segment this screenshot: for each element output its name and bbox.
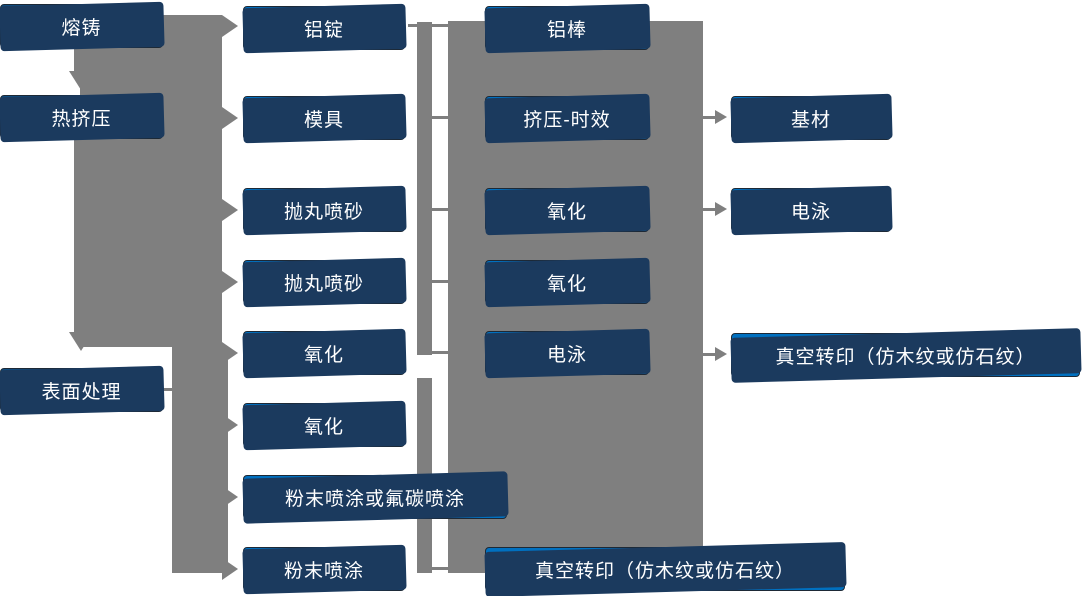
node-vacuum-transfer-2: 真空转印（仿木纹或仿石纹） <box>731 333 1080 377</box>
node-powder-coating: 粉末喷涂 <box>243 547 405 591</box>
right-arrow-icon-ingot <box>222 15 238 37</box>
right-arrow-icon-oxidation-1 <box>222 342 238 364</box>
link-tick-row2 <box>432 116 448 119</box>
right-arrow-icon-vacuum-transfer <box>715 347 727 361</box>
right-arrow-icon-mold <box>222 107 238 129</box>
node-oxidation-1: 氧化 <box>243 331 405 375</box>
node-label: 基材 <box>790 109 831 131</box>
link-tick-row4 <box>432 280 448 283</box>
node-mold: 模具 <box>243 96 405 140</box>
node-label: 表面处理 <box>41 381 122 403</box>
node-label: 模具 <box>303 109 344 131</box>
node-label: 氧化 <box>546 273 587 295</box>
node-label: 真空转印（仿木纹或仿石纹） <box>775 346 1036 368</box>
node-oxidation-4: 氧化 <box>485 260 649 304</box>
down-arrow-stem-2 <box>74 139 88 333</box>
node-base-material: 基材 <box>731 96 891 140</box>
arrow-stem-base-material <box>703 116 716 119</box>
down-arrow-icon-1 <box>69 71 93 90</box>
node-label: 铝棒 <box>546 19 587 41</box>
node-label: 粉末喷涂或氟碳喷涂 <box>284 488 465 510</box>
flow-strip-mid-upper <box>417 22 432 355</box>
node-powder-or-fluorocarbon-coating: 粉末喷涂或氟碳喷涂 <box>243 475 507 519</box>
node-shot-blasting-1: 抛丸喷砂 <box>243 188 405 232</box>
link-tick-row1 <box>408 24 448 27</box>
down-arrow-stem-1 <box>74 48 88 72</box>
node-label: 氧化 <box>303 416 344 438</box>
surface-treatment-connector <box>163 388 173 391</box>
arrow-stem-vacuum-transfer <box>703 353 716 356</box>
flow-band-left <box>80 15 222 347</box>
right-arrow-icon-base-material <box>715 110 727 124</box>
right-arrow-icon-shotblast-2 <box>222 271 238 293</box>
link-tick-row8 <box>432 567 448 570</box>
node-electrophoresis-2: 电泳 <box>731 188 891 232</box>
flow-strip-left-lower <box>172 347 228 573</box>
node-aluminum-rod: 铝棒 <box>485 6 649 50</box>
right-arrow-icon-powder <box>222 558 238 580</box>
link-tick-row3 <box>432 208 448 211</box>
node-label: 粉末喷涂 <box>283 560 364 582</box>
down-arrow-icon-2 <box>69 332 93 351</box>
node-label: 电泳 <box>546 344 587 366</box>
node-electrophoresis-1: 电泳 <box>485 331 649 375</box>
node-label: 熔铸 <box>61 17 102 39</box>
node-oxidation-2: 氧化 <box>243 403 405 447</box>
node-label: 挤压-时效 <box>523 109 611 131</box>
node-label: 氧化 <box>303 344 344 366</box>
node-surface-treatment: 表面处理 <box>0 368 163 412</box>
arrow-stem-electrophoresis <box>703 208 716 211</box>
node-vacuum-transfer-1: 真空转印（仿木纹或仿石纹） <box>485 547 845 591</box>
node-extrusion-aging: 挤压-时效 <box>485 96 649 140</box>
node-oxidation-3: 氧化 <box>485 188 649 232</box>
node-hot-extrusion: 热挤压 <box>0 95 163 139</box>
node-melting-casting: 熔铸 <box>0 4 163 48</box>
node-label: 铝锭 <box>303 19 344 41</box>
right-arrow-icon-shotblast-1 <box>222 199 238 221</box>
node-label: 电泳 <box>790 201 831 223</box>
node-aluminum-ingot: 铝锭 <box>243 6 405 50</box>
node-label: 抛丸喷砂 <box>283 201 364 223</box>
node-label: 氧化 <box>546 201 587 223</box>
node-shot-blasting-2: 抛丸喷砂 <box>243 260 405 304</box>
right-arrow-icon-oxidation-2 <box>222 414 238 436</box>
link-tick-row5 <box>432 351 448 354</box>
right-arrow-icon-electrophoresis <box>715 202 727 216</box>
right-arrow-icon-powder-fluorocarbon <box>222 486 238 508</box>
node-label: 热挤压 <box>51 108 112 130</box>
node-label: 抛丸喷砂 <box>283 273 364 295</box>
node-label: 真空转印（仿木纹或仿石纹） <box>534 560 795 582</box>
